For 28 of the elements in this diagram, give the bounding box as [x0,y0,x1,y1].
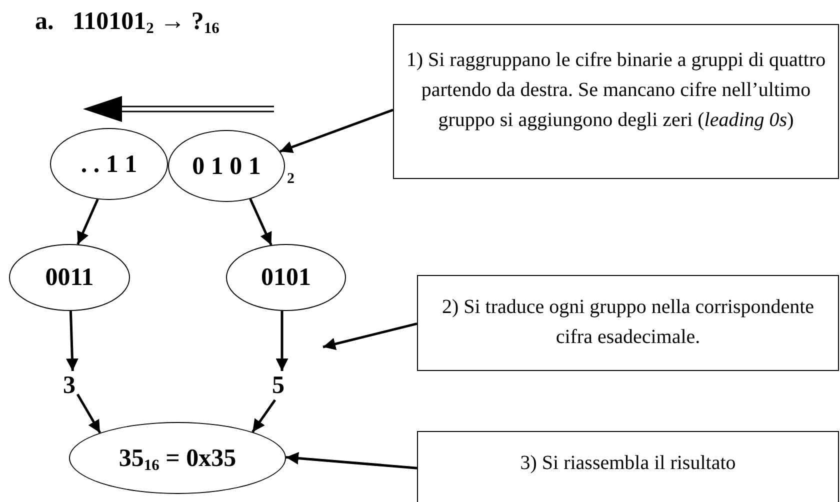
note-box [417,431,839,502]
arrow [286,452,418,470]
arrow [249,198,272,246]
node-label: 0011 [45,265,94,290]
ellipse-node [9,244,130,311]
title: a. 110101$_{2}$ → ?$_{16}$ [35,8,220,36]
node-label: 0101 [261,265,311,290]
arrow [276,310,288,371]
value-text: 5 [272,373,284,398]
node-label: 35$_{16}$ = 0x35 [118,446,236,470]
arrow [76,198,99,245]
subscript-label: 2 [287,171,294,188]
note-box [393,24,839,179]
note-box [417,275,839,371]
node-label: 0 1 0 1 [192,154,261,178]
node-label: . . 1 1 [80,152,138,176]
ellipse-node [50,128,168,200]
arrow [76,394,102,434]
arrow [66,310,78,372]
arrow [252,399,276,433]
note-text: 2) Si traduce ogni gruppo nella corrispondente cifra esadecimale. [440,295,816,350]
note-text: 3) Si riassembla il risultato [519,451,737,476]
free-arrow [322,322,418,350]
arrow [280,108,394,154]
ellipse-node [69,422,286,494]
value-text: 3 [63,373,76,398]
ellipse-node [226,244,346,311]
note-text: 1) Si raggruppano le cifre binarie a gruppi di quattro partendo da destra. Se mancano cifre nell’ultimo gruppo si aggiungono degli zeri (leading 0s) [405,48,827,133]
